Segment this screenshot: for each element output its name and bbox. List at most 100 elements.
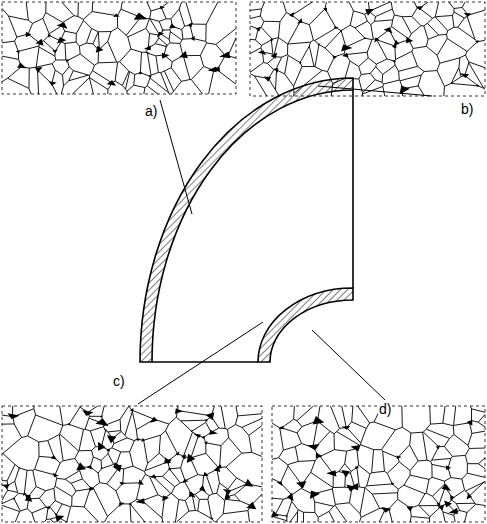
view-label: a): [144, 104, 158, 118]
pore: [286, 515, 288, 517]
pore: [162, 29, 164, 32]
pore: [104, 429, 107, 431]
pore: [444, 501, 452, 508]
pore: [113, 13, 120, 17]
grain-boundaries: [2, 2, 236, 94]
pore: [244, 479, 253, 487]
pore: [96, 46, 104, 53]
pore: [57, 37, 66, 44]
pore: [450, 495, 455, 501]
pore: [157, 32, 164, 38]
pore: [135, 438, 140, 441]
end-face: [152, 361, 258, 363]
pore: [460, 73, 470, 78]
pore: [332, 55, 337, 59]
pore: [199, 485, 206, 492]
leader-line: [138, 322, 263, 404]
pore: [49, 81, 57, 86]
pore: [313, 416, 325, 424]
pore: [162, 53, 170, 59]
pore: [270, 38, 274, 41]
pore: [189, 491, 194, 497]
grain-boundaries: [250, 2, 485, 96]
pore: [317, 44, 320, 46]
pore: [416, 6, 423, 10]
inset-border: [2, 2, 236, 94]
pore: [18, 467, 20, 469]
pore: [287, 493, 294, 501]
pore: [13, 497, 16, 499]
pore: [175, 408, 183, 414]
view-label: c): [112, 374, 126, 388]
pore: [25, 494, 31, 500]
pore: [134, 13, 148, 20]
pore: [206, 412, 215, 420]
pore: [446, 465, 451, 470]
pore: [310, 491, 320, 500]
pore: [55, 515, 64, 522]
pore: [364, 37, 367, 39]
pore: [212, 66, 220, 71]
pore: [17, 63, 26, 69]
pore: [350, 445, 360, 451]
leader-line: [312, 330, 385, 400]
inset-border: [250, 2, 485, 96]
pore: [464, 13, 471, 17]
pore: [297, 18, 302, 24]
pore: [273, 68, 278, 73]
pore: [355, 466, 359, 469]
pore: [129, 502, 132, 505]
pore: [175, 451, 179, 455]
pore: [35, 67, 42, 73]
pore: [214, 466, 221, 472]
pore: [406, 506, 413, 512]
pore: [203, 472, 208, 476]
pore: [100, 416, 104, 418]
pore: [169, 24, 176, 28]
pore: [191, 36, 195, 41]
pore: [466, 420, 472, 426]
pore: [449, 508, 458, 514]
pore: [183, 479, 188, 482]
pore: [397, 455, 402, 459]
pore: [67, 423, 70, 426]
pore: [45, 506, 50, 510]
pore: [119, 502, 124, 506]
pore: [53, 473, 59, 477]
grain-boundaries: [2, 406, 262, 522]
pore: [264, 77, 271, 82]
view-label: b): [460, 102, 474, 116]
pore: [278, 426, 284, 429]
pore: [179, 51, 187, 58]
pore: [296, 481, 306, 489]
pore: [139, 72, 143, 75]
pore: [255, 27, 260, 32]
pore: [164, 457, 171, 463]
pipe-elbow: [140, 78, 353, 362]
pore: [162, 495, 169, 501]
pore: [436, 445, 440, 449]
inset-border: [2, 406, 262, 522]
pore: [183, 480, 187, 483]
pore: [189, 492, 196, 498]
micrograph: [271, 406, 485, 522]
pore: [187, 454, 195, 463]
grain-boundaries: [272, 406, 485, 522]
pore: [52, 49, 58, 53]
pore: [374, 38, 379, 43]
pore: [219, 52, 230, 59]
pore: [307, 444, 319, 450]
pore: [475, 40, 479, 43]
micrograph: [250, 2, 485, 96]
pore: [165, 45, 167, 47]
pore: [289, 12, 295, 17]
pore: [36, 39, 44, 46]
pore: [211, 517, 214, 519]
inset-border: [272, 406, 485, 522]
pore: [201, 435, 205, 438]
pore: [135, 498, 145, 504]
pore: [334, 26, 338, 29]
pore: [89, 487, 92, 490]
pore: [106, 449, 110, 452]
